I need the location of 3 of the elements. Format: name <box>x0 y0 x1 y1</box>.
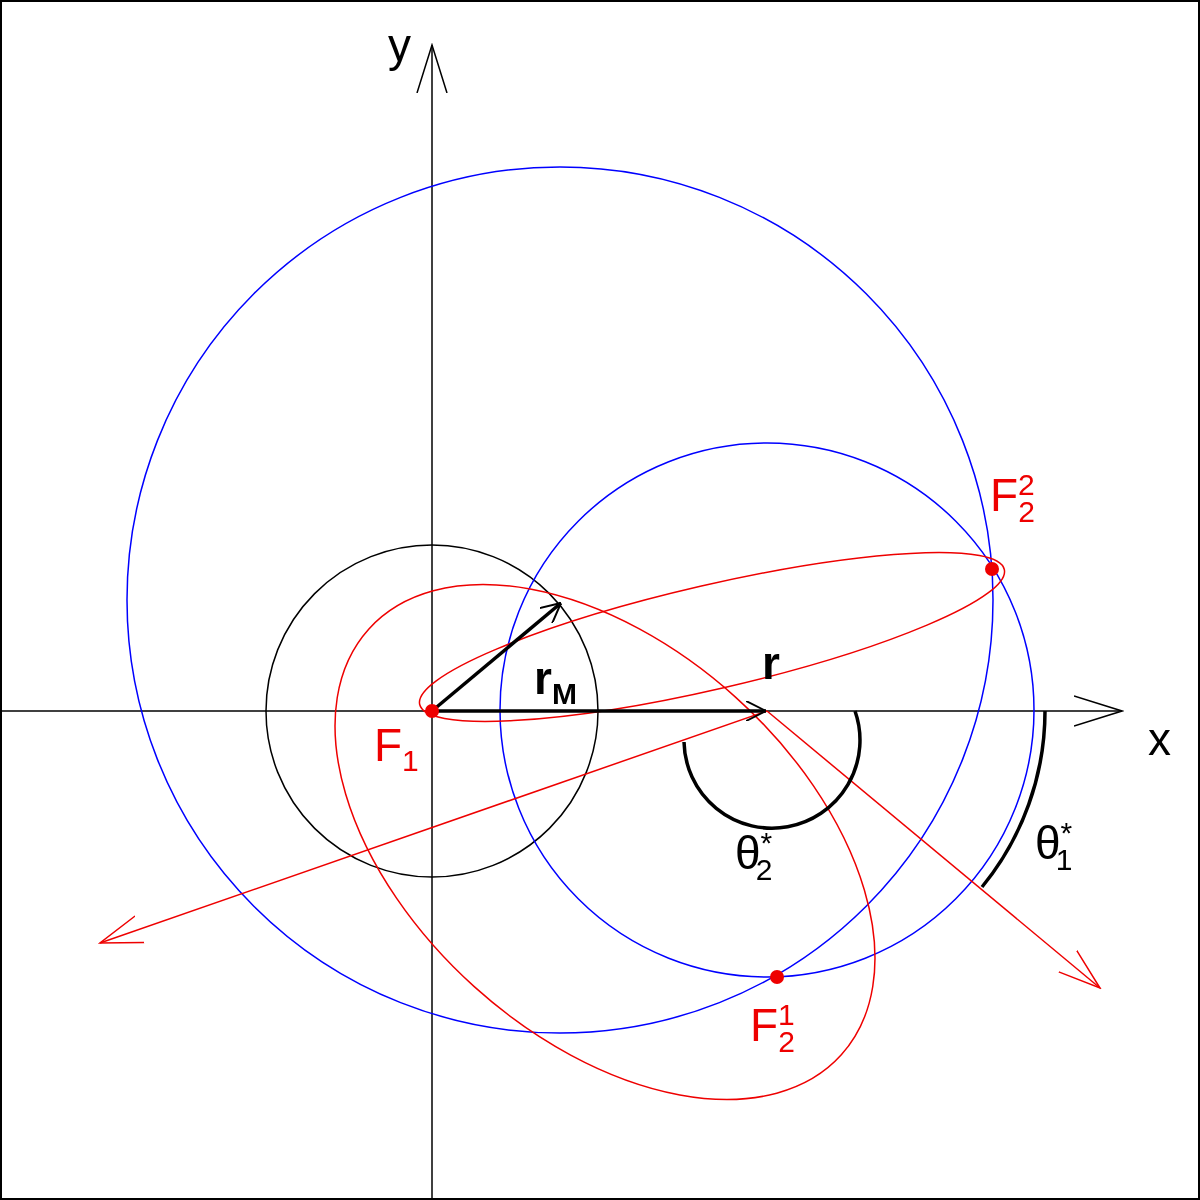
axis-label: x <box>1148 716 1171 762</box>
vector-label: r$_{M}$ <box>534 655 577 710</box>
point-label: F$_{1}$ <box>374 722 419 777</box>
